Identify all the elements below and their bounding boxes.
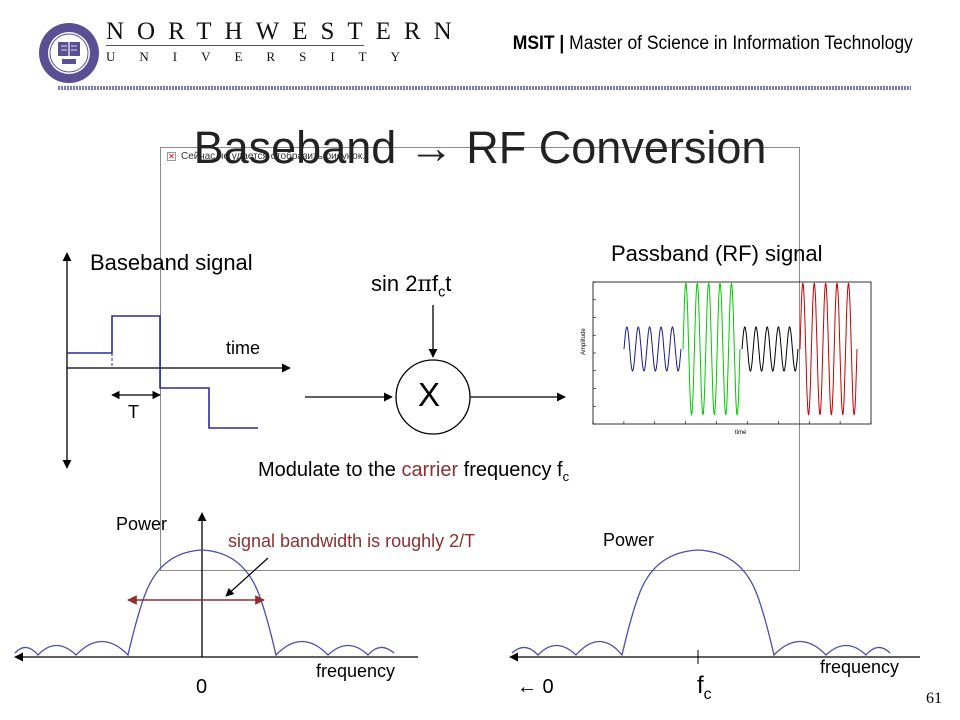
header-rule <box>58 86 911 90</box>
modulate-carrier-word: carrier <box>401 459 459 481</box>
rf-signal-plot: Amplitude time <box>581 281 872 436</box>
broken-image-icon: ✕ <box>167 152 176 161</box>
baseband-waveform <box>67 315 258 429</box>
page-number: 61 <box>926 690 942 707</box>
carrier-f: f <box>431 271 439 296</box>
program-abbr: MSIT <box>512 33 555 54</box>
program-name: Master of Science in Information Technol… <box>569 33 913 54</box>
modulate-prefix: Modulate to the <box>258 459 402 481</box>
university-seal-icon <box>39 23 99 83</box>
modulate-caption: Modulate to the carrier frequency fc <box>258 459 569 484</box>
left-zero-label: 0 <box>196 676 208 698</box>
left-power-label: Power <box>116 514 168 534</box>
fc-f: f <box>697 672 704 699</box>
left-frequency-label: frequency <box>316 661 396 681</box>
program-separator: | <box>559 33 565 54</box>
carrier-pi: π <box>417 272 432 297</box>
carrier-t: t <box>445 271 452 296</box>
fc-label: fc <box>697 672 711 704</box>
passband-signal-label: Passband (RF) signal <box>611 241 823 266</box>
left-spectrum-curve <box>14 549 395 657</box>
svg-text:Amplitude: Amplitude <box>581 328 587 355</box>
university-wordmark-sub: UNIVERSITY <box>106 49 424 64</box>
right-frequency-label: frequency <box>820 657 900 677</box>
modulate-sub: c <box>562 469 570 484</box>
fc-sub: c <box>703 685 712 703</box>
baseband-step-edges <box>111 316 210 428</box>
baseband-signal-label: Baseband signal <box>90 250 253 275</box>
bandwidth-pointer <box>225 557 269 597</box>
rf-black-wave <box>741 326 799 372</box>
bandwidth-note: signal bandwidth is roughly 2/T <box>228 531 476 551</box>
svg-text:time: time <box>735 430 747 436</box>
right-zero-label: ← 0 <box>517 676 554 698</box>
modulate-mid: frequency f <box>458 459 563 481</box>
carrier-label: sin 2πfct <box>371 271 451 300</box>
rf-blue-wave <box>623 326 682 372</box>
university-wordmark: NORTHWESTERN <box>106 18 465 45</box>
carrier-sin: sin 2 <box>371 271 418 296</box>
rf-red-wave <box>799 282 858 416</box>
period-label: T <box>128 402 139 422</box>
program-title: MSIT | Master of Science in Information … <box>513 33 913 55</box>
right-spectrum-curve <box>511 549 891 657</box>
right-power-label: Power <box>603 530 655 550</box>
wordmark-divider <box>106 45 364 46</box>
mixer-symbol: X <box>418 376 441 413</box>
broken-image-message: Сейчас не удается отобразить рисунок. <box>181 151 365 162</box>
slide-title: Baseband → RF Conversion <box>193 122 767 173</box>
rf-green-wave <box>682 282 741 416</box>
carrier-sub: c <box>438 284 446 301</box>
time-label: time <box>226 338 261 358</box>
